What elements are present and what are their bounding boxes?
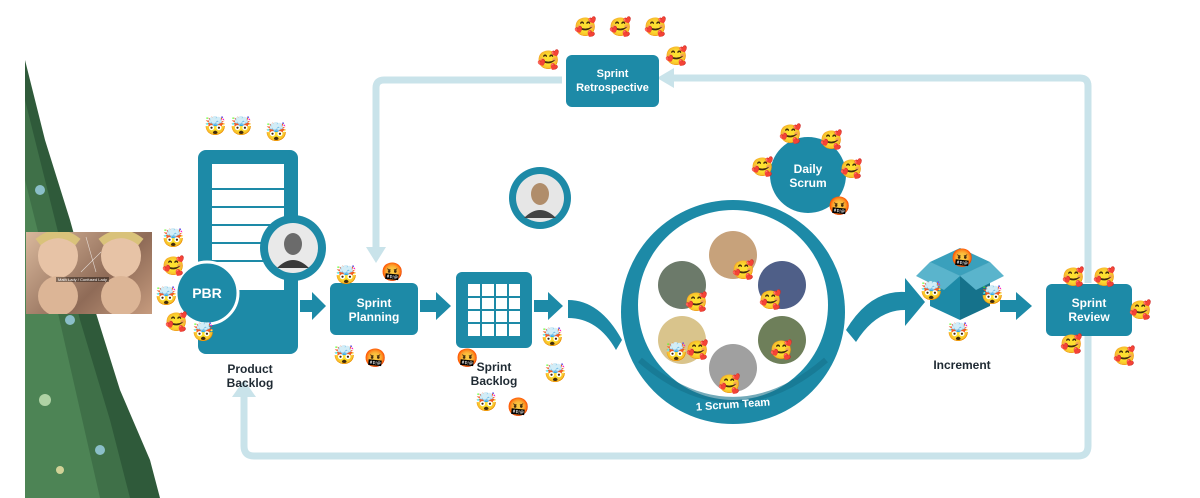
sprint-review-label: Sprint Review xyxy=(1068,296,1110,324)
team-avatar xyxy=(709,231,757,279)
loop-left-arrowhead xyxy=(366,247,386,263)
sprint-backlog-grid xyxy=(468,284,520,336)
smiling-hearts-emoji-icon: 🥰 xyxy=(165,312,188,332)
loop-top-right-path xyxy=(672,74,1092,283)
team-avatar xyxy=(709,344,757,392)
sprint-backlog-label: Sprint Backlog xyxy=(470,360,518,388)
mind-blown-emoji-icon: 🤯 xyxy=(981,285,1004,305)
smiling-hearts-emoji-icon: 🥰 xyxy=(1093,267,1116,287)
increment-label: Increment xyxy=(933,358,991,372)
arrow-planning-to-sprint-backlog xyxy=(420,292,451,320)
smiling-hearts-emoji-icon: 🥰 xyxy=(665,46,688,66)
loop-bottom-path xyxy=(240,330,1092,460)
smiling-hearts-emoji-icon: 🥰 xyxy=(1129,300,1152,320)
smiling-hearts-emoji-icon: 🥰 xyxy=(820,130,843,150)
smiling-hearts-emoji-icon: 🥰 xyxy=(1062,267,1085,287)
sprint-planning-box xyxy=(330,283,418,335)
arrow-backlog-to-planning xyxy=(300,292,326,320)
meme-image: Math Lady / Confused Lady xyxy=(26,232,152,314)
product-backlog-rows xyxy=(212,188,284,262)
swoosh-out-of-team xyxy=(846,278,925,342)
daily-scrum-circle xyxy=(770,137,846,213)
loop-top-left-path xyxy=(372,76,562,248)
team-avatars xyxy=(658,231,806,392)
smiling-hearts-emoji-icon: 🥰 xyxy=(718,374,741,394)
team-avatar xyxy=(658,316,706,364)
smiling-hearts-emoji-icon: 🥰 xyxy=(537,50,560,70)
mind-blown-emoji-icon: 🤯 xyxy=(475,392,498,412)
smiling-hearts-emoji-icon: 🥰 xyxy=(732,260,755,280)
sprint-retrospective-box xyxy=(566,55,659,107)
smiling-hearts-emoji-icon: 🥰 xyxy=(574,17,597,37)
mind-blown-emoji-icon: 🤯 xyxy=(204,116,227,136)
smiling-hearts-emoji-icon: 🥰 xyxy=(609,17,632,37)
product-backlog-label: Product Backlog xyxy=(226,362,274,390)
meme-caption: Math Lady / Confused Lady xyxy=(56,277,109,282)
sprint-retrospective-label: Sprint Retrospective xyxy=(576,68,649,94)
cursing-face-emoji-icon: 🤬 xyxy=(951,248,974,268)
arrow-sprint-backlog-out xyxy=(534,292,563,320)
team-avatar xyxy=(658,261,706,309)
sprint-planning-label: Sprint Planning xyxy=(348,296,400,324)
loop-top-arrowhead xyxy=(657,68,674,88)
sprint-review-box xyxy=(1046,284,1132,336)
smiling-hearts-emoji-icon: 🥰 xyxy=(779,124,802,144)
team-avatar xyxy=(758,316,806,364)
cursing-face-emoji-icon: 🤬 xyxy=(364,348,387,368)
pbr-label: PBR xyxy=(192,285,222,301)
mind-blown-emoji-icon: 🤯 xyxy=(665,342,688,362)
smiling-hearts-emoji-icon: 🥰 xyxy=(685,292,708,312)
mind-blown-emoji-icon: 🤯 xyxy=(192,322,215,342)
increment-box-icon xyxy=(916,248,1004,320)
mind-blown-emoji-icon: 🤯 xyxy=(947,322,970,342)
loop-bottom-arrowhead xyxy=(232,380,256,397)
confused-lady-graphic xyxy=(35,232,144,314)
arrow-increment-to-review xyxy=(1000,292,1032,320)
mind-blown-emoji-icon: 🤯 xyxy=(230,116,253,136)
smiling-hearts-emoji-icon: 🥰 xyxy=(686,340,709,360)
smiling-hearts-emoji-icon: 🥰 xyxy=(1060,334,1083,354)
cursing-face-emoji-icon: 🤬 xyxy=(507,397,530,417)
mind-blown-emoji-icon: 🤯 xyxy=(335,265,358,285)
mind-blown-emoji-icon: 🤯 xyxy=(333,345,356,365)
cursing-face-emoji-icon: 🤬 xyxy=(381,262,404,282)
smiling-hearts-emoji-icon: 🥰 xyxy=(162,256,185,276)
pbr-circle xyxy=(174,260,240,326)
smiling-hearts-emoji-icon: 🥰 xyxy=(759,290,782,310)
smiling-hearts-emoji-icon: 🥰 xyxy=(644,17,667,37)
smiling-hearts-emoji-icon: 🥰 xyxy=(770,340,793,360)
mind-blown-emoji-icon: 🤯 xyxy=(544,363,567,383)
smiling-hearts-emoji-icon: 🥰 xyxy=(751,157,774,177)
cursing-face-emoji-icon: 🤬 xyxy=(456,348,479,368)
mind-blown-emoji-icon: 🤯 xyxy=(920,281,943,301)
daily-scrum-label: Daily Scrum xyxy=(789,162,827,190)
smiling-hearts-emoji-icon: 🥰 xyxy=(1113,346,1136,366)
mind-blown-emoji-icon: 🤯 xyxy=(155,286,178,306)
cursing-face-emoji-icon: 🤬 xyxy=(828,196,851,216)
mind-blown-emoji-icon: 🤯 xyxy=(541,327,564,347)
mind-blown-emoji-icon: 🤯 xyxy=(265,122,288,142)
swoosh-into-team xyxy=(568,300,622,350)
team-avatar xyxy=(758,261,806,309)
mind-blown-emoji-icon: 🤯 xyxy=(162,228,185,248)
smiling-hearts-emoji-icon: 🥰 xyxy=(840,159,863,179)
